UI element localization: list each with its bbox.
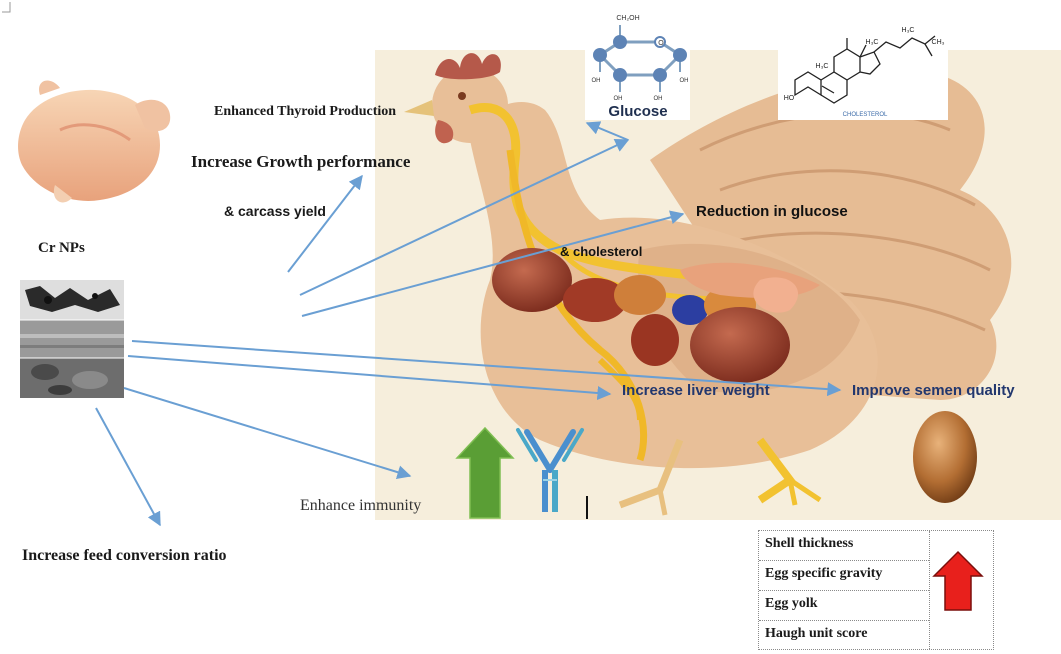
egg-quality-table: Shell thickness Egg specific gravity Egg… xyxy=(758,530,994,650)
glucose-title: Glucose xyxy=(608,103,667,120)
cholesterol-label: & cholesterol xyxy=(560,244,642,259)
liver-label: Increase liver weight xyxy=(622,382,770,399)
cholesterol-molecule xyxy=(778,20,948,120)
cr-nps-micrograph xyxy=(20,280,124,398)
cholesterol-ho-label: HO xyxy=(784,95,795,102)
glucose-oh-2: OH xyxy=(614,96,623,102)
carcass-label: & carcass yield xyxy=(224,203,326,219)
reduction-label: Reduction in glucose xyxy=(696,203,848,220)
thyroid-label: Enhanced Thyroid Production xyxy=(214,104,396,120)
table-row-shell-thickness: Shell thickness xyxy=(759,531,929,561)
table-row-egg-yolk: Egg yolk xyxy=(759,591,929,621)
table-divider xyxy=(929,531,930,649)
arrow-to-immunity xyxy=(124,388,410,476)
cholesterol-h3c-label-2: H₃C xyxy=(866,39,879,46)
raw-chicken-image xyxy=(18,81,170,203)
growth-label: Increase Growth performance xyxy=(191,152,410,172)
cholesterol-ch3-label: CH₃ xyxy=(932,39,945,46)
table-row-egg-specific-gravity: Egg specific gravity xyxy=(759,561,929,591)
glucose-ch2oh-label: CH₂OH xyxy=(616,15,639,22)
corner-mark xyxy=(2,2,10,12)
cr-nps-label: Cr NPs xyxy=(38,240,85,257)
arrow-to-growth xyxy=(288,176,362,272)
cholesterol-h3c-label-1: H₃C xyxy=(816,63,829,70)
cholesterol-title: CHOLESTEROL xyxy=(843,112,888,118)
semen-label: Improve semen quality xyxy=(852,382,1015,399)
egg-image xyxy=(913,411,977,503)
feed-label: Increase feed conversion ratio xyxy=(22,547,227,565)
glucose-oh-3: OH xyxy=(654,96,663,102)
cholesterol-h3c-label-3: H₃C xyxy=(902,27,915,34)
glucose-ring-oxygen: O xyxy=(658,40,664,47)
glucose-oh-4: OH xyxy=(680,78,689,84)
table-row-haugh-unit-score: Haugh unit score xyxy=(759,621,929,651)
immunity-label: Enhance immunity xyxy=(300,497,421,515)
glucose-oh-1: OH xyxy=(592,78,601,84)
arrow-to-feed xyxy=(96,408,160,525)
